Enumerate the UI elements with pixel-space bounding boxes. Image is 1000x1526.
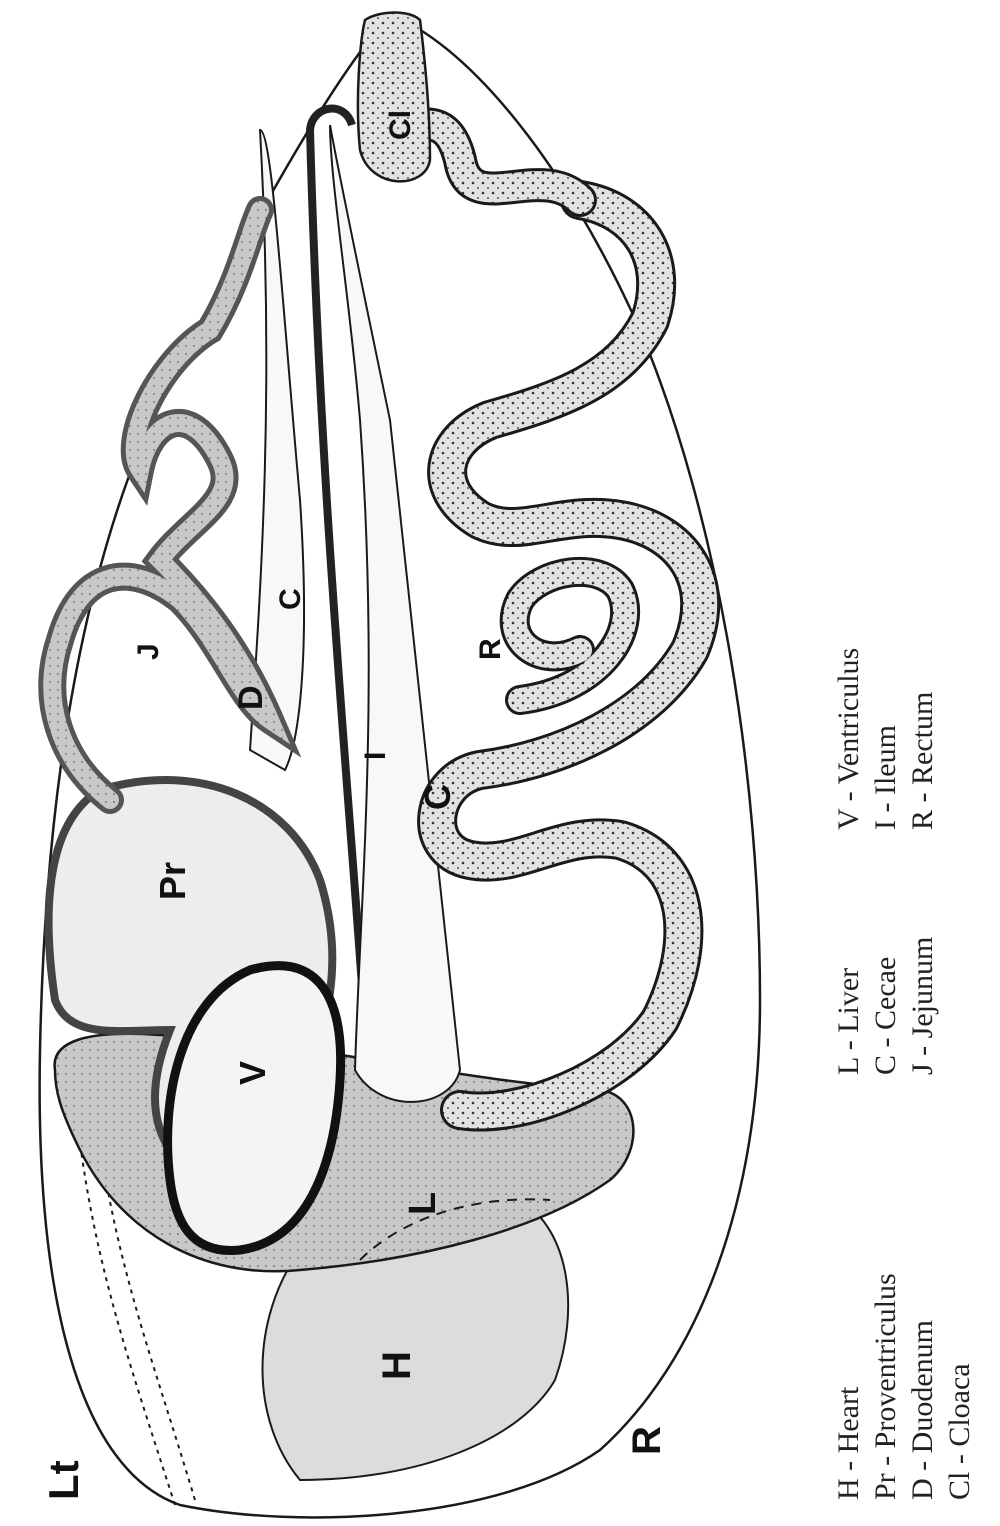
label-rectum: R bbox=[474, 638, 507, 660]
ceca-lower bbox=[330, 125, 460, 1102]
legend-cecae: C - Cecae bbox=[869, 957, 902, 1075]
legend-ventriculus: V - Ventriculus bbox=[832, 648, 865, 830]
legend-cloaca: Cl - Cloaca bbox=[943, 1363, 976, 1500]
label-duodenum: D bbox=[232, 685, 270, 710]
legend-rectum: R - Rectum bbox=[906, 692, 939, 830]
legend-heart: H - Heart bbox=[832, 1386, 865, 1500]
label-left-side: Lt bbox=[40, 1460, 87, 1500]
cloaca-shape bbox=[358, 13, 430, 182]
legend-jejunum: J - Jejunum bbox=[906, 937, 939, 1075]
label-ceca-upper: C bbox=[274, 588, 307, 610]
label-proventriculus: Pr bbox=[152, 862, 193, 900]
legend: H - Heart Pr - Proventriculus D - Duoden… bbox=[832, 648, 976, 1500]
legend-liver: L - Liver bbox=[832, 968, 865, 1075]
legend-proventriculus: Pr - Proventriculus bbox=[869, 1273, 902, 1500]
label-ceca-lower: C bbox=[417, 784, 458, 810]
duodenal-loop bbox=[52, 210, 270, 800]
label-ventriculus: V bbox=[232, 1061, 273, 1085]
label-heart: H bbox=[375, 1351, 419, 1380]
label-cloaca: Cl bbox=[384, 110, 417, 140]
label-right-side: R bbox=[625, 1426, 669, 1455]
legend-ileum: I - Ileum bbox=[869, 725, 902, 830]
label-liver: L bbox=[402, 1192, 444, 1215]
label-ileum: I bbox=[359, 752, 392, 760]
legend-duodenum: D - Duodenum bbox=[906, 1320, 939, 1500]
label-jejunum: J bbox=[132, 643, 165, 660]
